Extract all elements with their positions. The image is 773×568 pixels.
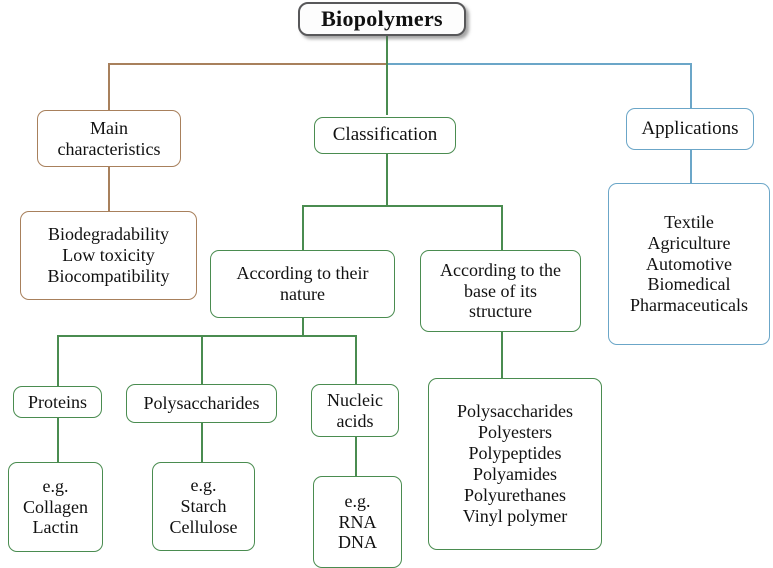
node-proteins-examples[interactable]: e.g. Collagen Lactin [8,462,103,552]
connector-bus-applications [387,63,691,65]
connector-drop-polysaccharides [201,335,203,384]
node-nucleic-acids-label: Nucleic acids [327,389,383,431]
connector-by-nature-stem [302,318,304,336]
node-polysaccharides-examples[interactable]: e.g. Starch Cellulose [152,462,255,551]
connector-drop-by-nature [302,205,304,251]
connector-characteristics-items [108,166,110,212]
connector-classification-bus [302,205,502,207]
connector-root-stem [386,35,388,64]
connector-drop-proteins [57,335,59,386]
connector-drop-nucleic-acids [355,335,357,384]
node-according-to-their-nature[interactable]: According to their nature [210,250,395,318]
node-polysaccharides[interactable]: Polysaccharides [126,384,277,423]
root-node-biopolymers[interactable]: Biopolymers [298,2,466,36]
connector-classification-stem [386,154,388,206]
connector-nucleic-acids-examples [355,436,357,477]
connector-polysaccharides-examples [201,422,203,463]
node-polysaccharides-label: Polysaccharides [143,393,260,414]
node-by-structure-items[interactable]: Polysaccharides Polyesters Polypeptides … [428,378,602,550]
node-proteins[interactable]: Proteins [13,386,102,418]
connector-drop-characteristics [108,63,110,111]
connector-drop-by-structure [501,205,503,251]
node-classification[interactable]: Classification [314,117,456,154]
node-main-characteristics-label: Main characteristics [57,117,161,159]
applications-item-list: Textile Agriculture Automotive Biomedica… [630,211,748,316]
connector-by-nature-bus [57,335,356,337]
root-node-label: Biopolymers [321,6,443,32]
node-according-to-base-structure-label: According to the base of its structure [440,259,561,322]
node-applications[interactable]: Applications [626,108,754,150]
by-structure-item-list: Polysaccharides Polyesters Polypeptides … [457,401,573,526]
connector-by-structure-items [501,332,503,379]
node-nucleic-acids-examples[interactable]: e.g. RNA DNA [313,476,402,568]
node-applications-items[interactable]: Textile Agriculture Automotive Biomedica… [608,183,770,345]
node-applications-label: Applications [641,117,739,139]
node-proteins-label: Proteins [27,391,87,412]
connector-drop-classification [386,63,388,115]
node-main-characteristics[interactable]: Main characteristics [37,110,181,167]
node-characteristics-items[interactable]: Biodegradability Low toxicity Biocompati… [20,211,197,300]
nucleic-acids-example-list: e.g. RNA DNA [338,490,377,553]
node-nucleic-acids[interactable]: Nucleic acids [311,384,399,437]
characteristics-item-list: Biodegradability Low toxicity Biocompati… [47,224,170,286]
connector-proteins-examples [57,415,59,463]
connector-bus-characteristics [108,63,387,65]
connector-drop-applications [690,63,692,108]
node-according-to-their-nature-label: According to their nature [236,263,369,304]
polysaccharides-example-list: e.g. Starch Cellulose [169,475,238,537]
connector-applications-items [690,150,692,184]
node-classification-label: Classification [332,124,438,146]
proteins-example-list: e.g. Collagen Lactin [23,475,88,538]
node-according-to-base-structure[interactable]: According to the base of its structure [420,250,581,332]
